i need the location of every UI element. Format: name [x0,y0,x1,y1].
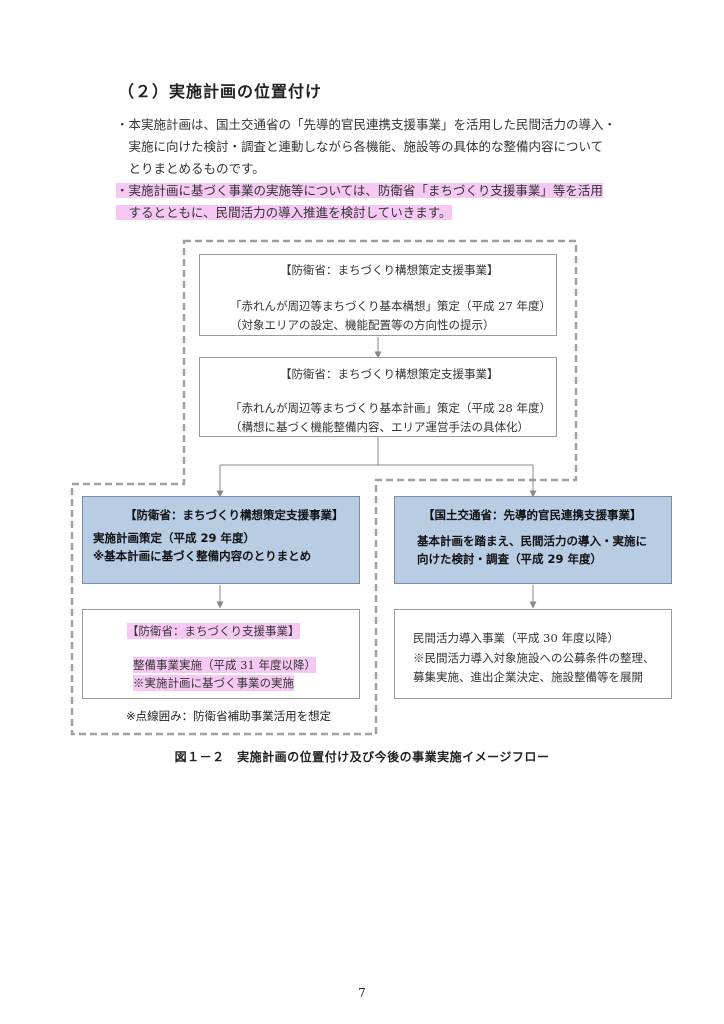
bullet-1-line-3: とりまとめるものです。 [116,161,265,176]
box3-line-2: ※基本計画に基づく整備内容のとりまとめ [93,549,312,563]
bullet-2-line-1: ・実施計画に基づく事業の実施等については、防衛省「まちづくり支援事業」等を活用 [116,183,603,198]
box4-line-1: 基本計画を踏まえ、民間活力の導入・実施に [417,534,647,548]
box4-line-2: 向けた検討・調査（平成 29 年度） [417,552,603,566]
flow-box-private-sector-study: 【国土交通省：先導的官民連携支援事業】 基本計画を踏まえ、民間活力の導入・実施に… [394,496,672,584]
bullet-2-line-2: するとともに、民間活力の導入推進を検討していきます。 [116,205,452,220]
flow-box-basic-plan: 【防衛省：まちづくり構想策定支援事業】 「赤れんが周辺等まちづくり基本計画」策定… [199,357,557,437]
section-heading: （２）実施計画の位置付け [118,82,323,101]
box3-tag: 【防衛省：まちづくり構想策定支援事業】 [125,508,344,522]
box6-line-2: ※民間活力導入対象施設への公募条件の整理、 [413,651,655,665]
flow-box-private-sector-project: 民間活力導入事業（平成 30 年度以降） ※民間活力導入対象施設への公募条件の整… [394,609,672,699]
dotted-enclosure-note: ※点線囲み：防衛省補助事業活用を想定 [126,709,332,723]
figure-caption: 図１－２ 実施計画の位置付け及び今後の事業実施イメージフロー [174,750,550,764]
box2-line-1: 「赤れんが周辺等まちづくり基本計画」策定（平成 28 年度） [230,401,551,415]
box1-line-2: （対象エリアの設定、機能配置等の方向性の提示） [230,318,495,332]
box5-line-1: 整備事業実施（平成 31 年度以降） [133,657,316,673]
box1-tag: 【防衛省：まちづくり構想策定支援事業】 [280,263,499,277]
flow-box-basic-concept: 【防衛省：まちづくり構想策定支援事業】 「赤れんが周辺等まちづくり基本構想」策定… [199,254,557,336]
box3-line-1: 実施計画策定（平成 29 年度） [93,531,256,545]
box2-line-2: （構想に基づく機能整備内容、エリア運営手法の具体化） [230,420,529,434]
box6-line-1: 民間活力導入事業（平成 30 年度以降） [413,631,619,645]
flow-box-implementation-plan: 【防衛省：まちづくり構想策定支援事業】 実施計画策定（平成 29 年度） ※基本… [82,496,360,584]
page-number: 7 [358,986,366,1000]
box2-tag: 【防衛省：まちづくり構想策定支援事業】 [280,367,499,381]
bullet-1-line-1: ・本実施計画は、国土交通省の「先導的官民連携支援事業」を活用した民間活力の導入・ [116,117,617,132]
box1-line-1: 「赤れんが周辺等まちづくり基本構想」策定（平成 27 年度） [230,299,551,313]
bullet-paragraph-1: ・本実施計画は、国土交通省の「先導的官民連携支援事業」を活用した民間活力の導入・… [116,114,636,180]
bullet-paragraph-2: ・実施計画に基づく事業の実施等については、防衛省「まちづくり支援事業」等を活用 … [116,180,636,224]
box5-line-2: ※実施計画に基づく事業の実施 [133,675,294,691]
box6-line-3: 募集実施、進出企業決定、施設整備等を展開 [413,670,643,684]
box4-tag: 【国土交通省：先導的官民連携支援事業】 [423,508,642,522]
box5-tag: 【防衛省：まちづくり支援事業】 [127,623,300,639]
dashed-enclosure [70,239,578,736]
flow-box-development-project: 【防衛省：まちづくり支援事業】 整備事業実施（平成 31 年度以降） ※実施計画… [82,609,360,699]
bullet-1-line-2: 実施に向けた検討・調査と連動しながら各機能、施設等の具体的な整備内容について [116,139,604,154]
